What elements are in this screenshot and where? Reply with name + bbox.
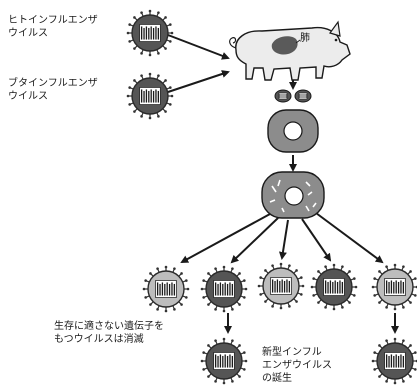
pig	[229, 20, 351, 81]
label-lung: 肺	[300, 33, 310, 44]
arrow-to-progeny-2	[230, 217, 279, 264]
virus-rna-bars	[271, 279, 291, 293]
arrow-to-progeny-4	[301, 218, 332, 262]
virus-core	[139, 87, 161, 105]
arrow-to-progeny-3	[278, 219, 289, 260]
label-swine-influenza-virus: ブタインフルエンザ ウイルス	[8, 78, 98, 102]
virus-swine	[126, 72, 174, 120]
virus-core	[139, 24, 161, 42]
pig-lung	[271, 36, 298, 55]
label-new-virus-box: 新型インフル エンザウイルス の誕生	[262, 347, 332, 384]
label-new-influenza-virus: 新型インフル エンザウイルス の誕生	[262, 347, 332, 384]
virus-core	[384, 278, 406, 296]
label-human-influenza-virus: ヒトインフルエンザ ウイルス	[8, 15, 98, 39]
arrow-to-progeny-5	[315, 212, 384, 264]
label-human-virus-box: ヒトインフルエンザ ウイルス	[8, 15, 98, 39]
infected-cell	[261, 171, 325, 219]
pig-tail	[229, 37, 237, 49]
host-cell	[267, 109, 319, 153]
virus-core	[155, 280, 177, 298]
virus-rna-bars	[140, 26, 160, 40]
label-swine-virus-box: ブタインフルエンザ ウイルス	[8, 78, 98, 102]
cell-nucleus	[283, 121, 303, 141]
virus-core	[384, 352, 406, 370]
virus-rna-bars	[140, 89, 160, 103]
viral-rna-segments	[269, 179, 317, 213]
virus-rna-bars	[156, 282, 176, 296]
virus-entry-1	[274, 89, 292, 103]
label-eliminated-box: 生存に適さない遺伝子を もつウイルスは消滅	[54, 321, 164, 345]
virus-progeny-1	[142, 265, 190, 313]
virus-progeny-5	[371, 263, 417, 311]
virus-rna-bars	[214, 354, 234, 368]
virus-progeny-4	[310, 263, 358, 311]
pig-ear	[329, 20, 341, 37]
virus-progeny-2	[200, 265, 248, 313]
virus-core	[213, 280, 235, 298]
arrow-to-progeny-1	[180, 213, 271, 263]
pig-lung-pointer	[295, 39, 301, 44]
label-eliminated-viruses: 生存に適さない遺伝子を もつウイルスは消滅	[54, 321, 164, 345]
virus-rna-bars	[385, 280, 405, 294]
label-lung-box: 肺	[300, 33, 310, 44]
virus-core	[323, 278, 345, 296]
infected-cell-nucleus	[284, 186, 304, 206]
virus-progeny-3	[257, 262, 305, 310]
virus-entry-2	[294, 89, 312, 103]
virus-human	[126, 9, 174, 57]
virus-spikes	[142, 265, 190, 313]
virus-rna-bars	[385, 354, 405, 368]
virus-core	[270, 277, 292, 295]
viruses	[126, 9, 417, 385]
pig-eye	[334, 38, 338, 42]
virus-new-left	[200, 337, 248, 385]
virus-rna-bars	[214, 282, 234, 296]
pig-body	[235, 26, 351, 81]
arrows	[167, 34, 399, 334]
arrow-human-to-pig	[167, 34, 230, 60]
virus-new-right	[371, 337, 417, 385]
virus-core	[213, 352, 235, 370]
arrow-swine-to-pig	[167, 70, 230, 93]
virus-spikes	[200, 337, 248, 385]
virus-rna-bars	[324, 280, 344, 294]
